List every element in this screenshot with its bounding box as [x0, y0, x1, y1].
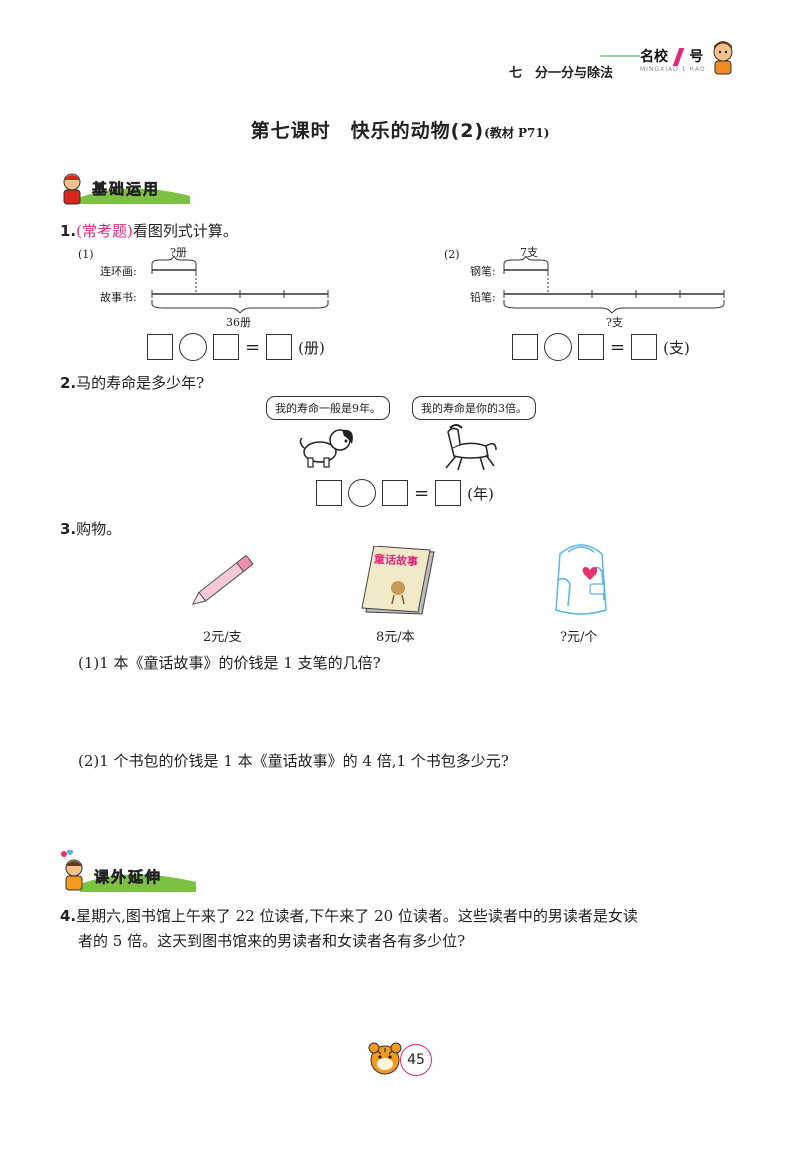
q2-equation: = (年): [316, 479, 494, 507]
horse-icon: [445, 424, 497, 471]
q1-part2-answer-box-2[interactable]: [578, 334, 604, 360]
section-extend-title: 课外延伸: [94, 868, 163, 887]
q1-part1-answer-box-2[interactable]: [213, 334, 239, 360]
q4-prompt: 4.星期六,图书馆上午来了 22 位读者,下午来了 20 位读者。这些读者中的男…: [60, 905, 750, 951]
q1-part1-bottom-brace-label: 36册: [226, 316, 251, 329]
q1-part1-segment-diagram: [151, 256, 329, 314]
q3-sub1-answer-area[interactable]: [78, 676, 738, 746]
q4-line1: 星期六,图书馆上午来了 22 位读者,下午来了 20 位读者。这些读者中的男读者…: [76, 907, 638, 925]
q2-number: 2.: [60, 374, 77, 392]
q1-part2-bottom-brace-label: ?支: [606, 316, 623, 329]
q1-part2-unit: (支): [663, 338, 690, 357]
q1-part2-top-brace-label: 7支: [520, 246, 538, 259]
q1-tag: (常考题): [76, 222, 133, 240]
q2-prompt: 2.马的寿命是多少年?: [60, 372, 204, 393]
q4-number: 4.: [60, 907, 77, 925]
backpack-price: ?元/个: [560, 630, 598, 645]
banner-basic-bg-icon: [63, 173, 190, 205]
section-extend-banner: 课外延伸: [58, 850, 198, 894]
q1-part1-unit: (册): [298, 338, 325, 357]
q2-operator-circle[interactable]: [348, 479, 376, 507]
q1-part2-operator-circle[interactable]: [544, 333, 572, 361]
tiger-mascot-icon: [368, 1042, 402, 1075]
q1-part1-label: (1): [78, 248, 94, 261]
lesson-title: 第七课时 快乐的动物(2)(教材 P71): [0, 116, 800, 143]
q1-part1-bottom-row-label: 故事书:: [100, 291, 137, 304]
q1-part2-label: (2): [444, 248, 460, 261]
q1-text: 看图列式计算。: [132, 222, 238, 240]
q1-part1-operator-circle[interactable]: [179, 333, 207, 361]
brand-logo: 名校 号 MINGXIAO 1 HAO: [640, 46, 706, 73]
q4-line2: 者的 5 倍。这天到图书馆来的男读者和女读者各有多少位?: [78, 932, 466, 950]
q1-part1-equation: = (册): [147, 333, 325, 361]
q2-equals: =: [414, 482, 430, 504]
storybook-cover-title: 童话故事: [373, 552, 419, 569]
q3-sub2-answer-area[interactable]: [78, 774, 738, 844]
chapter-label: 七 分一分与除法: [509, 66, 614, 81]
boy-mascot-icon: [713, 41, 733, 75]
q1-part2-equation: = (支): [512, 333, 690, 361]
q4-answer-area[interactable]: [78, 958, 738, 1038]
q1-part2-top-row-label: 钢笔:: [470, 265, 496, 278]
q2-answer-box-2[interactable]: [382, 480, 408, 506]
q1-number: 1.: [60, 222, 77, 240]
brand-sub-text: MINGXIAO 1 HAO: [640, 66, 706, 73]
q1-part2-segment-diagram: [503, 256, 725, 314]
backpack-icon: [555, 544, 607, 615]
q2-result-box[interactable]: [435, 480, 462, 506]
header-deco-line: [600, 55, 640, 57]
q1-part2-bottom-row-label: 铅笔:: [470, 291, 496, 304]
q1-part2-result-box[interactable]: [631, 334, 658, 360]
dog-speech-bubble: 我的寿命一般是9年。: [266, 396, 390, 420]
storybook-item: 童话故事: [360, 546, 436, 616]
section-basic-banner: 基础运用: [58, 172, 192, 206]
pen-price: 2元/支: [203, 630, 242, 645]
q3-sub2: (2)1 个书包的价钱是 1 本《童话故事》的 4 倍,1 个书包多少元?: [78, 752, 509, 770]
q1-prompt: 1.(常考题)看图列式计算。: [60, 220, 238, 241]
lesson-title-main: 第七课时 快乐的动物(2): [250, 120, 485, 142]
q2-text: 马的寿命是多少年?: [76, 374, 205, 392]
q3-prompt: 3.购物。: [60, 518, 121, 539]
q1-part1-top-row-label: 连环画:: [100, 265, 137, 278]
page-number: 45: [400, 1044, 432, 1076]
brand-left-text: 名校: [640, 49, 668, 65]
horse-speech-bubble: 我的寿命是你的3倍。: [412, 396, 536, 420]
q1-part2-answer-box-1[interactable]: [512, 334, 538, 360]
storybook-price: 8元/本: [376, 630, 415, 645]
brand-slash: [672, 47, 685, 66]
storybook-icon: [361, 546, 435, 615]
q3-sub1: (1)1 本《童话故事》的价钱是 1 支笔的几倍?: [78, 654, 381, 672]
q2-answer-box-1[interactable]: [316, 480, 342, 506]
section-basic-title: 基础运用: [92, 180, 161, 199]
q1-part1-result-box[interactable]: [266, 334, 293, 360]
banner-extend-bg-icon: [61, 850, 196, 892]
pen-icon: [191, 554, 254, 605]
lesson-title-note: (教材 P71): [484, 126, 550, 140]
q3-text: 购物。: [76, 520, 122, 538]
dog-icon: [299, 429, 353, 468]
q1-part1-answer-box-1[interactable]: [147, 334, 173, 360]
q2-unit: (年): [467, 484, 494, 503]
q1-part1-equals: =: [245, 336, 261, 358]
brand-right-text: 号: [689, 49, 704, 65]
q1-part2-equals: =: [610, 336, 626, 358]
q3-number: 3.: [60, 520, 77, 538]
